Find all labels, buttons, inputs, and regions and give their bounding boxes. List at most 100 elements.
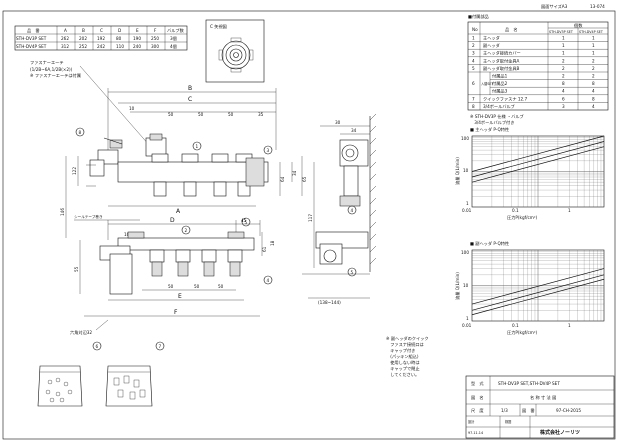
parts-list-title: ■付属部品 (468, 13, 489, 20)
front-outlets (151, 153, 253, 197)
chart-main-xtick-0: 0.01 (462, 208, 472, 213)
fastener-note: ファスナーエーテ (30, 60, 64, 66)
chart-sub-xtick-1: 0.1 (512, 323, 519, 328)
dim-B: B (188, 85, 192, 92)
dim-table-header-7: バルブ数 (167, 27, 185, 34)
parts-row-7-3p: 4 (562, 89, 565, 94)
dim-table-cell-1-6: 300 (151, 44, 159, 49)
lower-note-6: してください。 (386, 371, 419, 378)
parts-row-5-3p: 2 (562, 74, 565, 79)
parts-row-6-no: 6 (472, 81, 475, 86)
dim-table-header-5: E (136, 28, 139, 33)
callout-7: 7 (159, 344, 162, 349)
parts-row-9-no: 8 (472, 104, 475, 109)
parts-row-3-3p: 2 (562, 58, 565, 63)
title-scale-label: 尺 度 (471, 407, 484, 414)
parts-row-9-3p: 3 (562, 104, 565, 109)
chart-sub-xtick-2: 1 (568, 323, 571, 328)
sheet-code: 13-074 (590, 4, 605, 9)
chart-main-xtick-1: 0.1 (512, 208, 519, 213)
parts-row-5-name: 付属品1 (492, 73, 508, 80)
parts-row-3-no: 4 (472, 58, 475, 63)
callout-5b: 5 (245, 220, 248, 225)
parts-header-name: 品 名 (505, 26, 518, 33)
dim-table-cell-1-3: 242 (97, 44, 105, 49)
dim-50a: 50 (168, 112, 174, 117)
chart-main-series-1 (471, 141, 605, 178)
dim-table-cell-0-2: 202 (79, 36, 87, 41)
parts-row-8-no: 7 (472, 96, 475, 101)
dim-table-header-0: 品 番 (27, 27, 40, 34)
lower-note: ※ 副ヘッダのクイック ファスナ接続口は キャップ付き (パッキン組込) 使用し… (386, 335, 429, 378)
chart-sub-xlabel: 圧力P(kgf/cm²) (507, 329, 538, 336)
dim-table-cell-0-6: 250 (151, 36, 159, 41)
chart-main-xtick-2: 1 (568, 208, 571, 213)
chart-main-title: ■ 主ヘッダ P-Q特性 (470, 126, 509, 133)
chart-sub-title: ■ 副ヘッダ P-Q特性 (470, 240, 509, 247)
parts-row-4-4p: 2 (592, 66, 595, 71)
dimension-table: 品 番 A B C D E F バルブ数 STH-DV3P SET 262 20… (14, 25, 188, 51)
parts-row-1-3p: 1 (562, 43, 565, 48)
fastener-note-3: ※ ファスナーエーテは付属 (30, 72, 81, 79)
dim-table-cell-0-7: 3個 (170, 35, 177, 42)
dim-50f: 50 (218, 284, 224, 289)
title-number-value: 97-CH-2015 (556, 408, 581, 413)
callout-2: 2 (185, 228, 188, 233)
chart-sub-series-2 (471, 268, 605, 305)
parts-header-qty: 個数 (574, 22, 583, 29)
dim-50b: 50 (198, 112, 204, 117)
fastener-note-2: (1/2B~6A,1/2B(×2)) (30, 67, 73, 72)
title-sign-1: 設計 (468, 419, 475, 424)
chart-sub-xtick-0: 0.01 (462, 323, 472, 328)
dim-A: A (176, 208, 181, 215)
title-model-label: 型 式 (471, 380, 484, 386)
lower-note-1: ファスナ接続口は (386, 341, 424, 348)
chart-sub-series-0 (471, 278, 605, 316)
callout-4b: 4 (351, 208, 354, 213)
parts-row-4-3p: 2 (562, 66, 565, 71)
callout-1: 1 (196, 144, 199, 149)
parts-header-no: No (472, 27, 478, 32)
dim-table-cell-0-0: STH-DV3P SET (16, 36, 47, 41)
parts-row-9-name: 3/4ボールバルブ (483, 103, 516, 109)
lower-view: D 45 10 61 18 55 50 50 50 E F 六角対辺32 (70, 217, 275, 336)
chart-main-series-2 (471, 135, 605, 172)
dim-50e: 50 (194, 284, 200, 289)
chart-sub-ytick-2: 1 (466, 316, 469, 321)
callout-6: 6 (96, 344, 99, 349)
dim-F: F (174, 309, 178, 316)
dim-C: C (188, 96, 192, 103)
right-note-1: ※ STH-DV3P 仕様 ・バルブ (470, 113, 525, 120)
dim-table-header-1: A (64, 28, 67, 33)
side-range: (138~144) (318, 300, 341, 305)
dim-10a: 10 (129, 106, 135, 111)
dim-table-cell-1-7: 4個 (170, 43, 177, 50)
dim-146: 146 (60, 208, 65, 216)
dim-117: 117 (308, 214, 313, 222)
dim-E: E (178, 293, 182, 300)
parts-row-3-name: 主ヘッダ取付金具A (483, 57, 520, 64)
parts-header-3p: STH-DV3P SET (549, 30, 574, 34)
lower-note-2: キャップ付き (386, 347, 415, 354)
parts-row-4-name: 副ヘッダ取付金具B (483, 65, 520, 72)
hex-note: 六角対辺32 (70, 329, 92, 336)
dim-34b: 34 (351, 128, 357, 133)
title-name-value: 名 称 寸 法 図 (530, 394, 556, 401)
dim-61: 61 (262, 246, 267, 252)
callout-3: 3 (267, 148, 270, 153)
seal-note: シールテープ巻き (74, 214, 103, 219)
parts-row-6-4p: 8 (592, 81, 595, 86)
title-name-label: 図 名 (471, 394, 484, 401)
callout-4: 4 (267, 278, 270, 283)
dim-table-header-6: F (154, 28, 157, 33)
parts-row-8-name: クイックファスナ 12.7 (483, 96, 527, 102)
title-company: 株式会社ノーリツ (540, 429, 580, 436)
dim-65: 65 (302, 176, 307, 182)
lower-note-5: キャップで閉止 (386, 365, 420, 372)
lower-note-0: ※ 副ヘッダのクイック (386, 335, 429, 342)
parts-list: ■付属部品 No 品 名 個数 STH-DV3P SET STH-DV4P SE… (467, 13, 609, 111)
parts-row-8-3p: 6 (562, 96, 565, 101)
dim-table-header-4: D (118, 28, 121, 33)
dim-table-cell-1-5: 240 (133, 44, 141, 49)
